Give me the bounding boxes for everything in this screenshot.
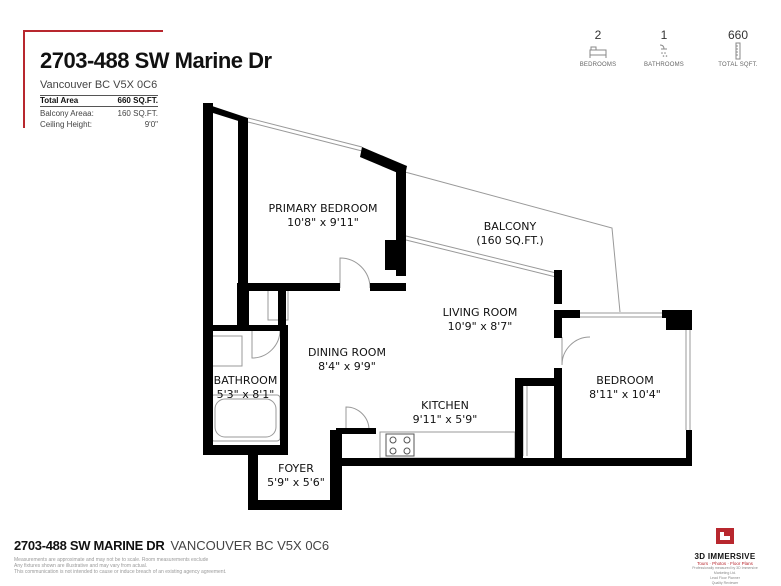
room-kitchen: KITCHEN 9'11" x 5'9" [412,399,478,426]
door-bathroom [251,329,281,359]
room-bedroom: BEDROOM 8'11" x 10'4" [589,374,661,401]
summary-bathrooms: 1 BATHROOMS [634,28,694,68]
header-accent-line [23,30,163,32]
kitchen-counter [379,431,516,459]
sink [209,335,243,367]
balcony-door [405,235,557,274]
property-stats: Total Area 660 SQ.FT. Balcony Areaa: 160… [40,95,158,130]
page-title: 2703-488 SW Marine Dr [40,48,272,73]
room-primary-bedroom: PRIMARY BEDROOM 10'8" x 9'11" [268,202,378,229]
ruler-icon [708,42,768,62]
stove [385,433,415,457]
page-subtitle: Vancouver BC V5X 0C6 [40,79,158,91]
door-foyer [345,406,370,431]
room-dining: DINING ROOM 8'4" x 9'9" [308,346,386,373]
brand-logo: 3D IMMERSIVE Tours · Photos · Floor Plan… [690,527,760,586]
shower-icon [634,42,694,62]
stat-balcony-area: Balcony Areaa: 160 SQ.FT. [40,109,158,118]
summary-total-sqft: 660 TOTAL SQFT. [708,28,768,68]
footer-disclaimer: Measurements are approximate and may not… [14,557,227,575]
room-foyer: FOYER 5'9" x 5'6" [267,462,325,489]
walls [203,103,692,510]
room-living: LIVING ROOM 10'9" x 8'7" [442,306,518,333]
header-accent-bar [23,30,25,128]
summary-bedrooms: 2 BEDROOMS [568,28,628,68]
stat-ceiling-height: Ceiling Height: 9'0" [40,120,158,129]
balcony-railing [404,171,621,313]
room-balcony: BALCONY (160 SQ.FT.) [476,220,544,247]
bed-icon [568,42,628,62]
brand-logo-icon [716,528,734,544]
door-primary-bedroom [339,257,371,289]
room-bathroom: BATHROOM 5'3" x 8'1" [213,374,278,401]
stat-total-area: Total Area 660 SQ.FT. [40,95,158,107]
door-bedroom [561,336,591,366]
window-primary-bedroom [247,117,363,148]
